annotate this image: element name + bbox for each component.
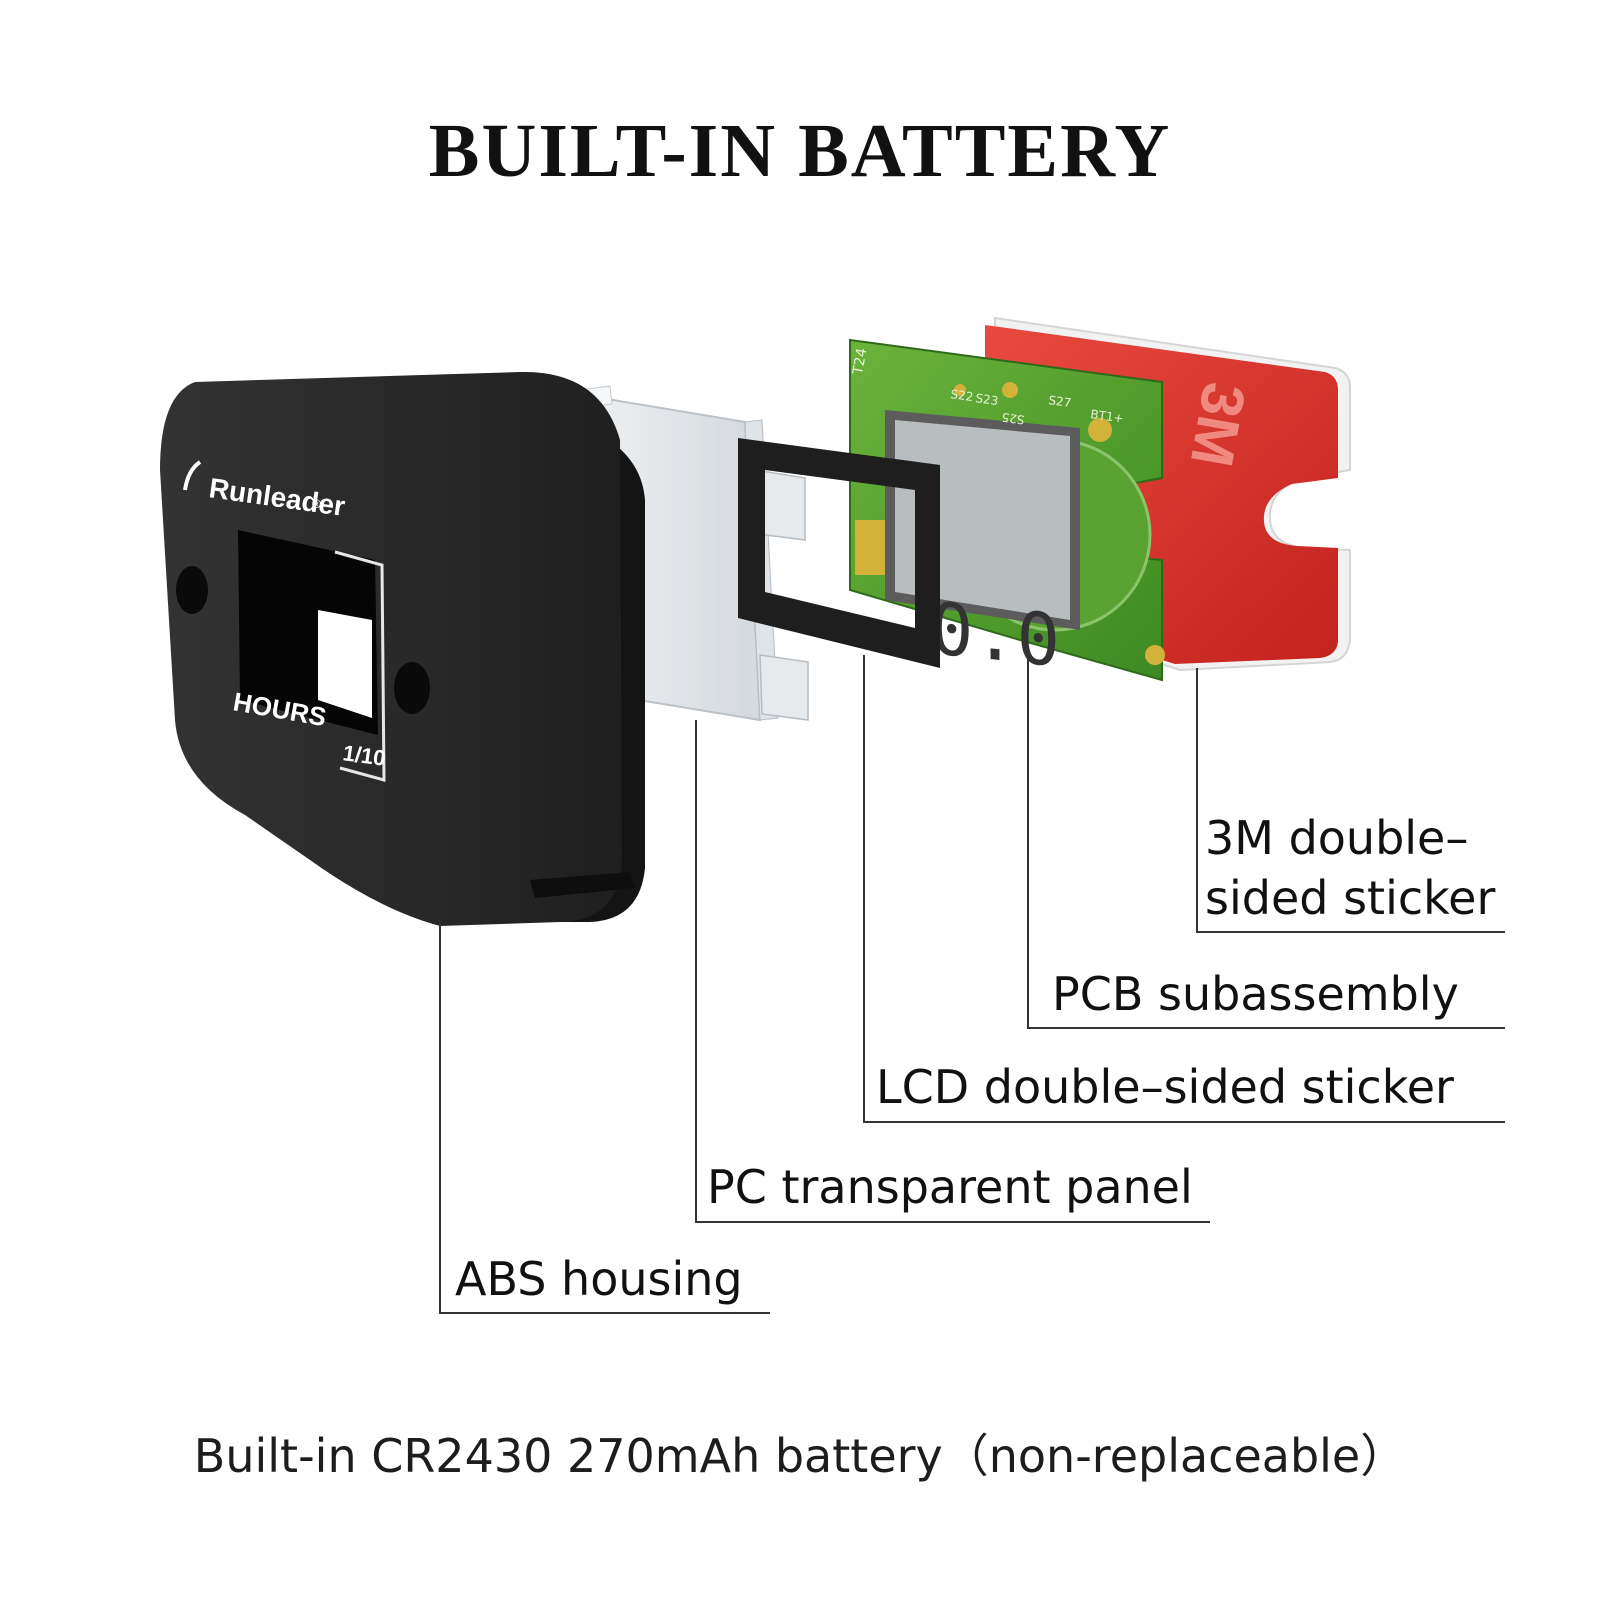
callout-lcd-sticker: LCD double–sided sticker bbox=[876, 1060, 1454, 1114]
leader-line-pcb bbox=[1027, 648, 1505, 1029]
pcb-marking: S22 bbox=[950, 387, 975, 404]
housing-resolution-label: 1/10 bbox=[341, 740, 387, 771]
callout-3m-sticker-line1: 3M double– bbox=[1205, 811, 1469, 865]
battery-caption: Built-in CR2430 270mAh battery（non-repla… bbox=[193, 1429, 1407, 1483]
pcb-marking: S23 bbox=[975, 391, 1000, 408]
page-title: BUILT-IN BATTERY bbox=[428, 109, 1172, 193]
leader-lines bbox=[439, 648, 1505, 1314]
callout-abs-housing: ABS housing bbox=[455, 1252, 743, 1306]
callout-pcb-subassembly: PCB subassembly bbox=[1052, 967, 1459, 1021]
leader-line-lcd-sticker bbox=[863, 655, 1505, 1123]
pcb-marking: S25 bbox=[1001, 410, 1026, 427]
leader-line-abs-housing bbox=[439, 920, 770, 1314]
abs-housing-part: Runleader ® HOURS 1/10 bbox=[160, 371, 645, 926]
leader-line-pc-panel bbox=[695, 720, 1210, 1223]
pcb-marking: S27 bbox=[1048, 393, 1073, 410]
pcb-marking: BT1+ bbox=[1090, 407, 1125, 425]
callout-pc-panel: PC transparent panel bbox=[707, 1160, 1193, 1214]
lcd-sticker-part bbox=[738, 438, 940, 668]
lcd-reading: 0.0 bbox=[930, 587, 1060, 684]
sticker-3m-logo: 3M bbox=[1178, 378, 1258, 472]
leader-line-3m-sticker bbox=[1196, 668, 1505, 933]
housing-registered-mark: ® bbox=[312, 497, 321, 511]
callout-3m-sticker-line2: sided sticker bbox=[1205, 871, 1496, 925]
pcb-marking: T24 bbox=[850, 347, 871, 377]
